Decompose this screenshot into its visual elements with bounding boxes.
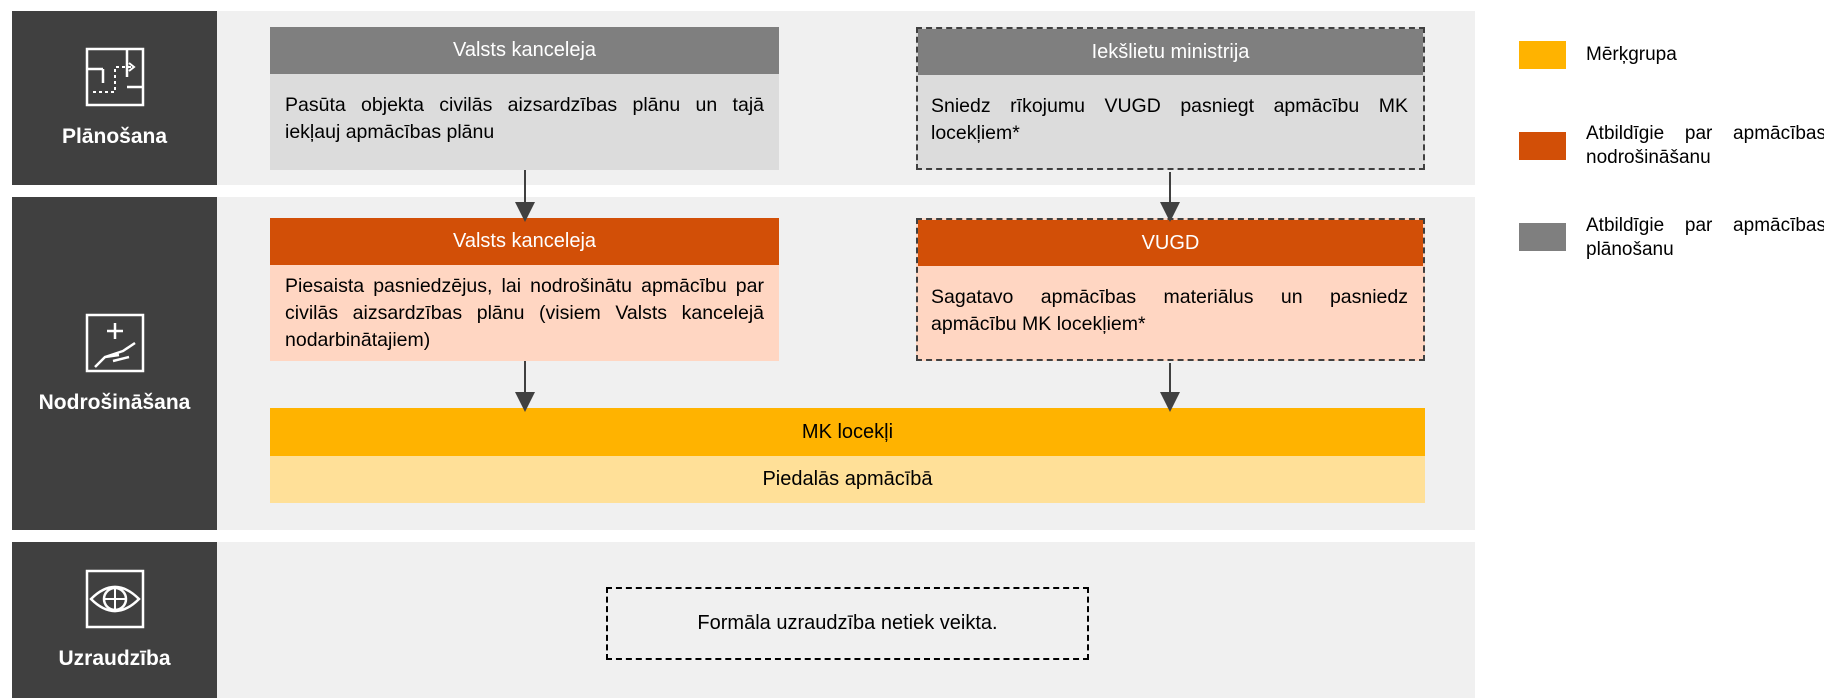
target-group-header: MK locekļi xyxy=(270,408,1425,456)
helping-hand-icon xyxy=(85,313,144,372)
lane-label-supervision: Uzraudzība xyxy=(12,542,217,698)
provision-left-body: Piesaista pasniedzējus, lai nodrošinātu … xyxy=(270,265,779,361)
planning-left-body: Pasūta objekta civilās aizsardzības plān… xyxy=(270,74,779,170)
legend-label-target-group: Mērķgrupa xyxy=(1586,44,1677,65)
planning-right-box: Iekšlietu ministrija Sniedz rīkojumu VUG… xyxy=(916,27,1425,170)
legend-swatch-planning xyxy=(1519,223,1566,251)
lane-label-planning: Plānošana xyxy=(12,11,217,185)
target-group-body: Piedalās apmācībā xyxy=(270,456,1425,503)
provision-right-box: VUGD Sagatavo apmācības materiālus un pa… xyxy=(916,218,1425,361)
legend-label-planning: Atbildīgie par apmācības plānošanu xyxy=(1586,215,1824,260)
legend-swatch-target-group xyxy=(1519,41,1566,69)
lane-background-supervision xyxy=(217,542,1475,698)
lane-label-text: Nodrošināšana xyxy=(38,390,191,414)
provision-left-header: Valsts kanceleja xyxy=(270,218,779,265)
floor-plan-icon xyxy=(85,47,144,107)
lane-label-text: Plānošana xyxy=(61,125,168,148)
supervision-note: Formāla uzraudzība netiek veikta. xyxy=(606,587,1089,660)
eye-icon xyxy=(85,569,144,629)
planning-right-body: Sniedz rīkojumu VUGD pasniegt apmācību M… xyxy=(931,95,1408,144)
planning-right-header: Iekšlietu ministrija xyxy=(918,29,1423,75)
lane-label-provision: Nodrošināšana xyxy=(12,197,217,530)
lane-label-text: Uzraudzība xyxy=(58,647,171,670)
legend-label-provision: Atbildīgie par apmācības nodrošināšanu xyxy=(1586,123,1824,168)
planning-left-header: Valsts kanceleja xyxy=(270,27,779,74)
provision-right-header: VUGD xyxy=(918,220,1423,266)
provision-right-body: Sagatavo apmācības materiālus un pasnied… xyxy=(931,286,1408,335)
legend-swatch-provision xyxy=(1519,132,1566,160)
